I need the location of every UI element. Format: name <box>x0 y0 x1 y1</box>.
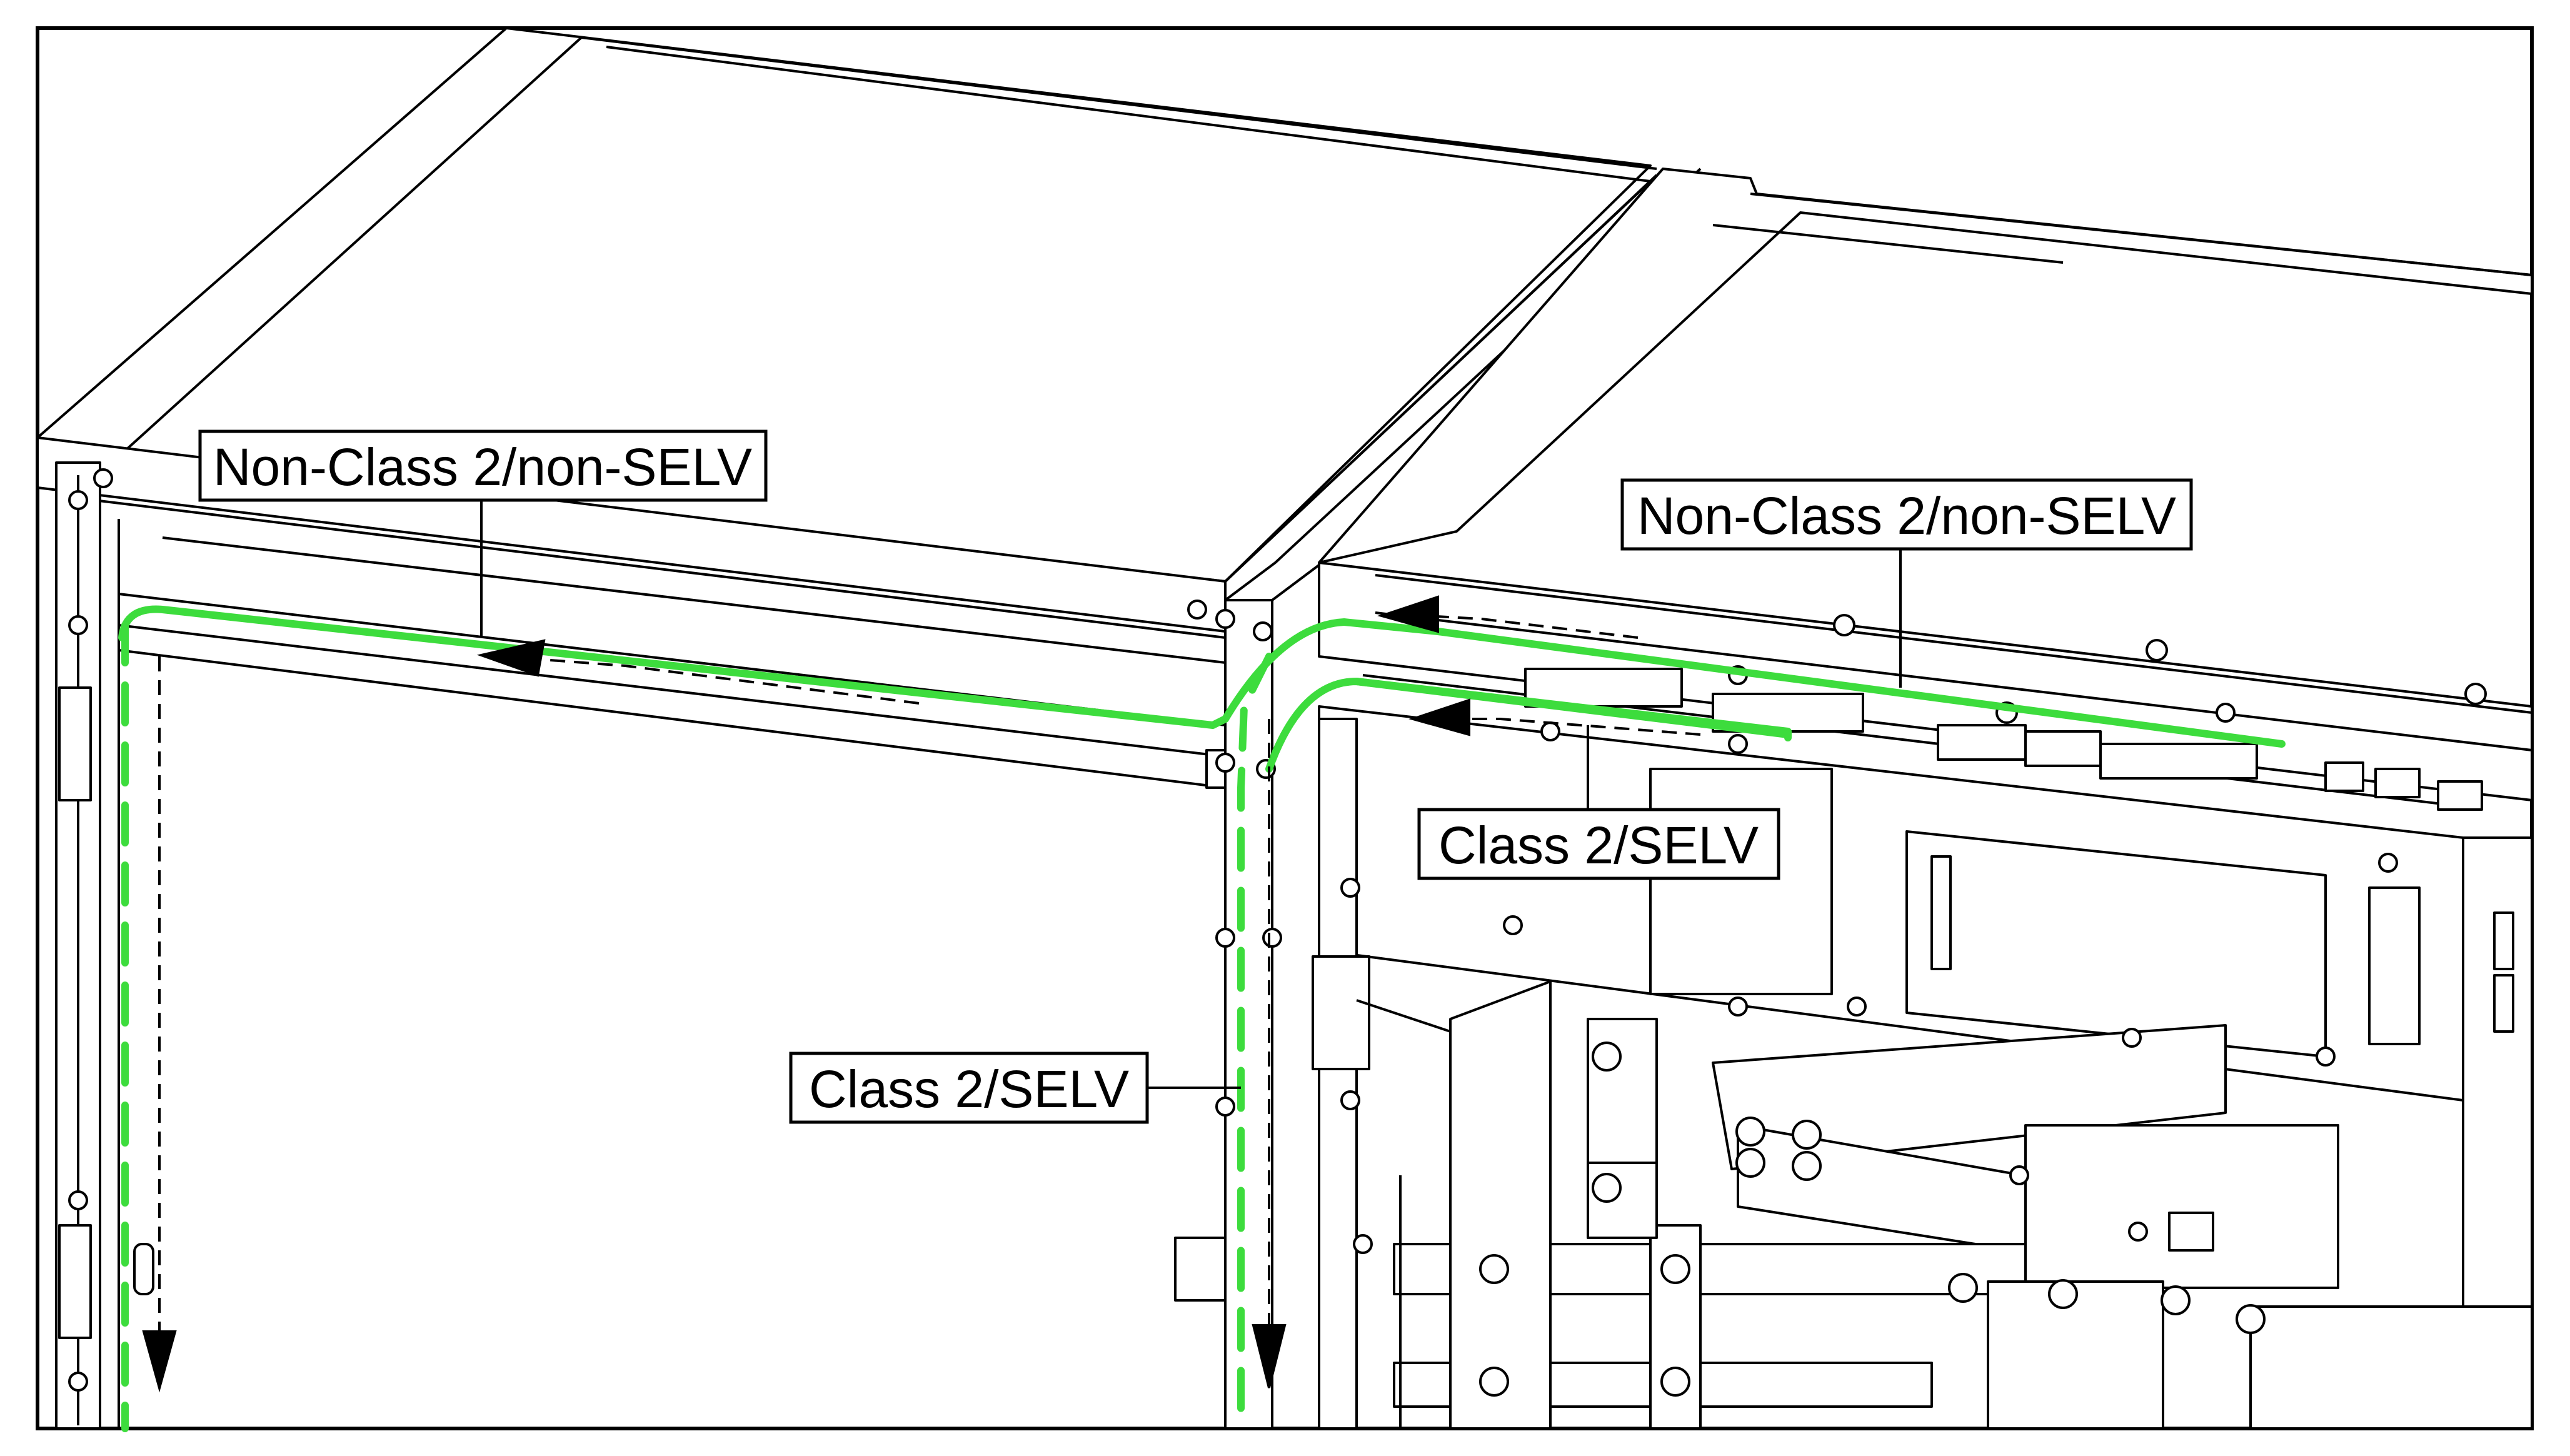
callout-top-right: Non-Class 2/non-SELV <box>1620 478 2193 551</box>
middle-vertical-arrow-head <box>1252 1324 1287 1388</box>
right-mid-direction-arrow <box>1463 718 1701 736</box>
top-right-label: Non-Class 2/non-SELV <box>1637 486 2176 545</box>
middle-right-label: Class 2/SELV <box>1438 816 1759 875</box>
cable-routes <box>118 605 2286 1432</box>
top-left-label: Non-Class 2/non-SELV <box>213 438 752 496</box>
callout-top-left: Non-Class 2/non-SELV <box>198 429 768 502</box>
leader-lines <box>480 500 1902 1089</box>
routing-arrows <box>142 595 1701 1393</box>
left-top-direction-arrow <box>499 655 920 705</box>
right-cabinet-roof <box>1318 168 2533 564</box>
selv-route-right-cabinet-connector-run <box>1353 678 1792 738</box>
right-top-direction-arrow <box>1425 615 1639 639</box>
non-selv-route-right-cabinet <box>1222 618 2286 748</box>
middle-left-label: Class 2/SELV <box>809 1060 1129 1118</box>
left-cabinet-right-post <box>1224 599 1273 1430</box>
left-vertical-arrow-head <box>142 1330 177 1393</box>
left-top-arrow-head <box>476 639 546 677</box>
callout-middle-left: Class 2/SELV <box>789 1052 1149 1124</box>
selv-route-middle-vertical <box>1237 653 1273 1432</box>
right-top-arrow-head <box>1377 595 1439 633</box>
callout-middle-right: Class 2/SELV <box>1417 808 1780 880</box>
left-cabinet-screws <box>68 468 1282 1392</box>
right-mid-arrow-head <box>1408 698 1470 736</box>
right-cabinet <box>1312 168 2533 1430</box>
